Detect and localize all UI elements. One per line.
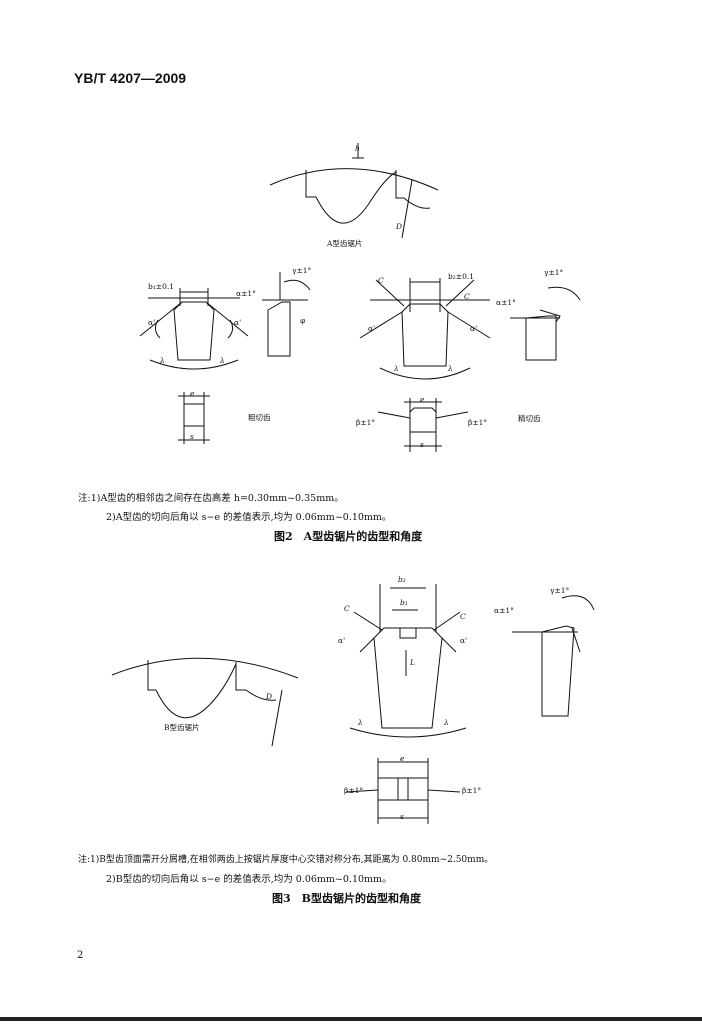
label-s-fine: s [420,440,424,449]
label-h: h [355,144,360,153]
label-phi: φ [300,316,306,325]
coarse-tooth-label: 粗切齿 [248,413,271,422]
fine-es-drawing [377,398,469,452]
label-lambda-b-left: λ [358,718,363,727]
b-es-drawing [345,758,461,824]
label-b2-b: b₂ [398,575,406,584]
label-lambda-fine-right: λ [448,364,453,373]
label-beta-b-right: β±1° [462,786,482,795]
coarse-tooth-drawing [139,288,249,370]
label-alphap-b-left: α' [338,636,346,645]
page-number: 2 [77,950,84,961]
label-gamma-coarse: γ±1° [292,266,312,275]
label-alphap-fine-right: α' [470,324,478,333]
label-alpha-b: α±1° [494,606,514,615]
label-b1: b₁±0.1 [148,282,175,291]
a-saw-label: A型齿锯片 [327,239,363,248]
a-type-saw-drawing [269,143,439,239]
label-C-b-left: C [344,604,350,613]
label-alphap-coarse-left: α' [148,318,156,327]
label-e-fine: e [420,395,425,404]
label-gamma-fine: γ±1° [544,268,564,277]
fig3-caption: 图3 B型齿锯片的齿型和角度 [272,892,421,905]
label-alpha-fine: α±1° [496,298,516,307]
coarse-es-drawing [178,392,210,444]
label-L: L [410,658,415,667]
label-beta-fine-right: β±1° [468,418,488,427]
label-lambda-coarse-left: λ [160,356,165,365]
label-e-b: e [400,754,405,763]
b-type-saw-drawing [111,657,299,747]
label-gamma-b: γ±1° [550,586,570,595]
label-s-b: s [400,812,404,821]
label-lambda-b-right: λ [444,718,449,727]
label-alpha-coarse: α±1° [236,289,256,298]
label-alphap-fine-left: α' [368,324,376,333]
b-tooth-drawing [349,584,467,738]
fine-tooth-drawing [359,278,491,380]
label-lambda-coarse-right: λ [220,356,225,365]
fig2-note-2: 2)A型齿的切向后角以 s−e 的差值表示,均为 0.06mm~0.10mm。 [106,512,392,523]
label-s-coarse: s [190,432,194,441]
fig2-caption: 图2 A型齿锯片的齿型和角度 [274,530,423,543]
label-beta-fine-left: β±1° [356,418,376,427]
label-lambda-fine-left: λ [394,364,399,373]
label-b2: b₂±0.1 [448,272,475,281]
label-C-b-right: C [460,612,466,621]
label-D-b: D [266,692,273,701]
label-C-fine-right: C [464,292,470,301]
fig3-note-2: 2)B型齿的切向后角以 s−e 的差值表示,均为 0.06mm~0.10mm。 [106,874,392,885]
doc-code: YB/T 4207—2009 [74,70,187,86]
coarse-side-drawing [262,272,311,357]
bottom-edge-bar [0,1017,702,1021]
label-b1-b: b₁ [400,598,408,607]
fig2-note-1: 注:1)A型齿的相邻齿之间存在齿高差 h=0.30mm~0.35mm。 [78,493,344,504]
b-saw-label: B型齿锯片 [164,723,200,732]
label-D: D [396,222,403,231]
b-side-drawing [512,595,595,717]
fine-side-drawing [510,286,581,361]
label-alphap-b-right: α' [460,636,468,645]
fig3-note-1: 注:1)B型齿顶面需开分屑槽,在相邻两齿上按锯片厚度中心交错对称分布,其距离为 … [78,855,494,865]
label-e-coarse: e [190,389,195,398]
label-beta-b-left: β±1° [344,786,364,795]
label-C-fine-left: C [378,276,384,285]
label-alphap-coarse-right: α' [234,318,242,327]
fine-tooth-label: 精切齿 [518,414,541,423]
